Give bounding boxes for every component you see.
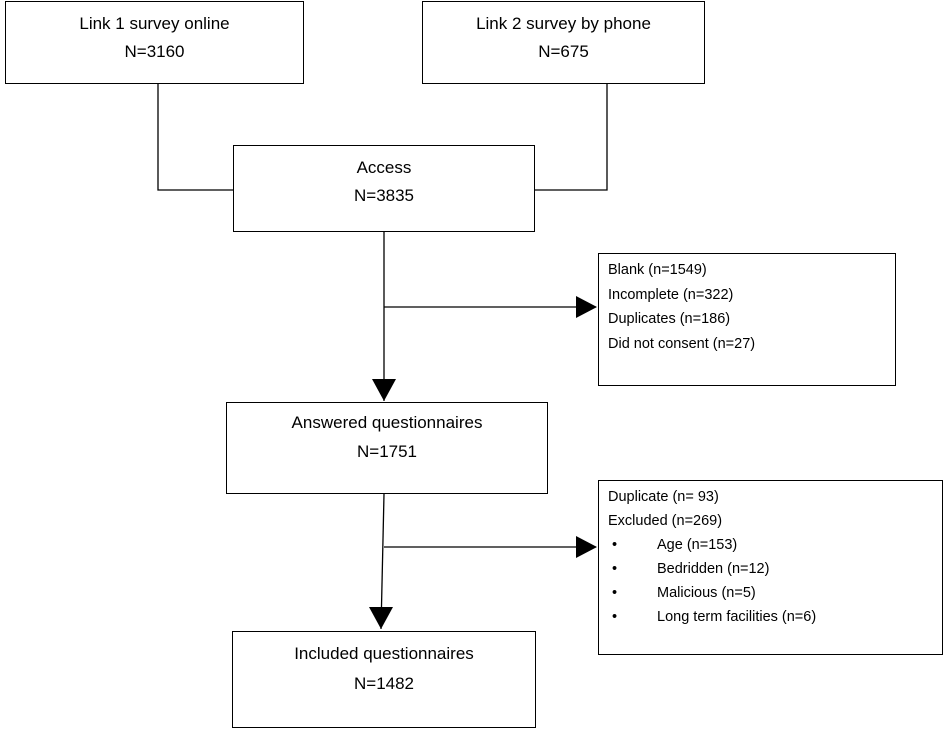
link2-box: Link 2 survey by phone N=675 bbox=[422, 1, 705, 84]
exclusion2-bullet-item: Malicious (n=5) bbox=[657, 585, 756, 601]
access-title: Access bbox=[356, 158, 412, 177]
exclusion2-box: Duplicate (n= 93) Excluded (n=269) • Age… bbox=[598, 480, 943, 655]
exclusion1-item: Did not consent (n=27) bbox=[608, 336, 756, 352]
exclusion2-duplicate: Duplicate (n= 93) bbox=[608, 489, 719, 505]
exclusion1-item: Blank (n=1549) bbox=[608, 262, 707, 278]
access-box: Access N=3835 bbox=[233, 145, 535, 232]
arrowhead-exclusion1 bbox=[576, 296, 597, 318]
link1-box: Link 1 survey online N=3160 bbox=[5, 1, 304, 84]
exclusion2-bullet-item: Age (n=153) bbox=[657, 537, 738, 553]
bullet-icon: • bbox=[612, 537, 618, 553]
arrowhead-answered bbox=[372, 379, 396, 401]
bullet-icon: • bbox=[612, 585, 618, 601]
arrowhead-exclusion2 bbox=[576, 536, 597, 558]
connector-link1-to-access bbox=[157, 84, 233, 191]
included-title: Included questionnaires bbox=[294, 644, 474, 663]
exclusion2-bullet-item: Long term facilities (n=6) bbox=[657, 609, 817, 625]
bullet-icon: • bbox=[612, 561, 618, 577]
link1-title: Link 1 survey online bbox=[79, 14, 230, 33]
included-count: N=1482 bbox=[353, 674, 415, 693]
bullet-icon: • bbox=[612, 609, 618, 625]
answered-count: N=1751 bbox=[356, 442, 418, 461]
exclusion2-excluded: Excluded (n=269) bbox=[608, 513, 723, 529]
access-count: N=3835 bbox=[353, 186, 415, 205]
exclusion1-box: Blank (n=1549) Incomplete (n=322) Duplic… bbox=[598, 253, 896, 386]
exclusion1-item: Duplicates (n=186) bbox=[608, 311, 731, 327]
exclusion2-bullet-item: Bedridden (n=12) bbox=[657, 561, 770, 577]
answered-title: Answered questionnaires bbox=[291, 413, 483, 432]
link2-title: Link 2 survey by phone bbox=[476, 14, 651, 33]
link2-count: N=675 bbox=[538, 42, 589, 61]
arrow-answered-to-included bbox=[380, 493, 385, 630]
link1-count: N=3160 bbox=[124, 42, 185, 61]
exclusion1-item: Incomplete (n=322) bbox=[608, 287, 734, 303]
included-box: Included questionnaires N=1482 bbox=[232, 631, 536, 728]
connector-link2-to-access bbox=[535, 84, 608, 191]
arrowhead-included bbox=[369, 607, 393, 629]
answered-box: Answered questionnaires N=1751 bbox=[226, 402, 548, 494]
